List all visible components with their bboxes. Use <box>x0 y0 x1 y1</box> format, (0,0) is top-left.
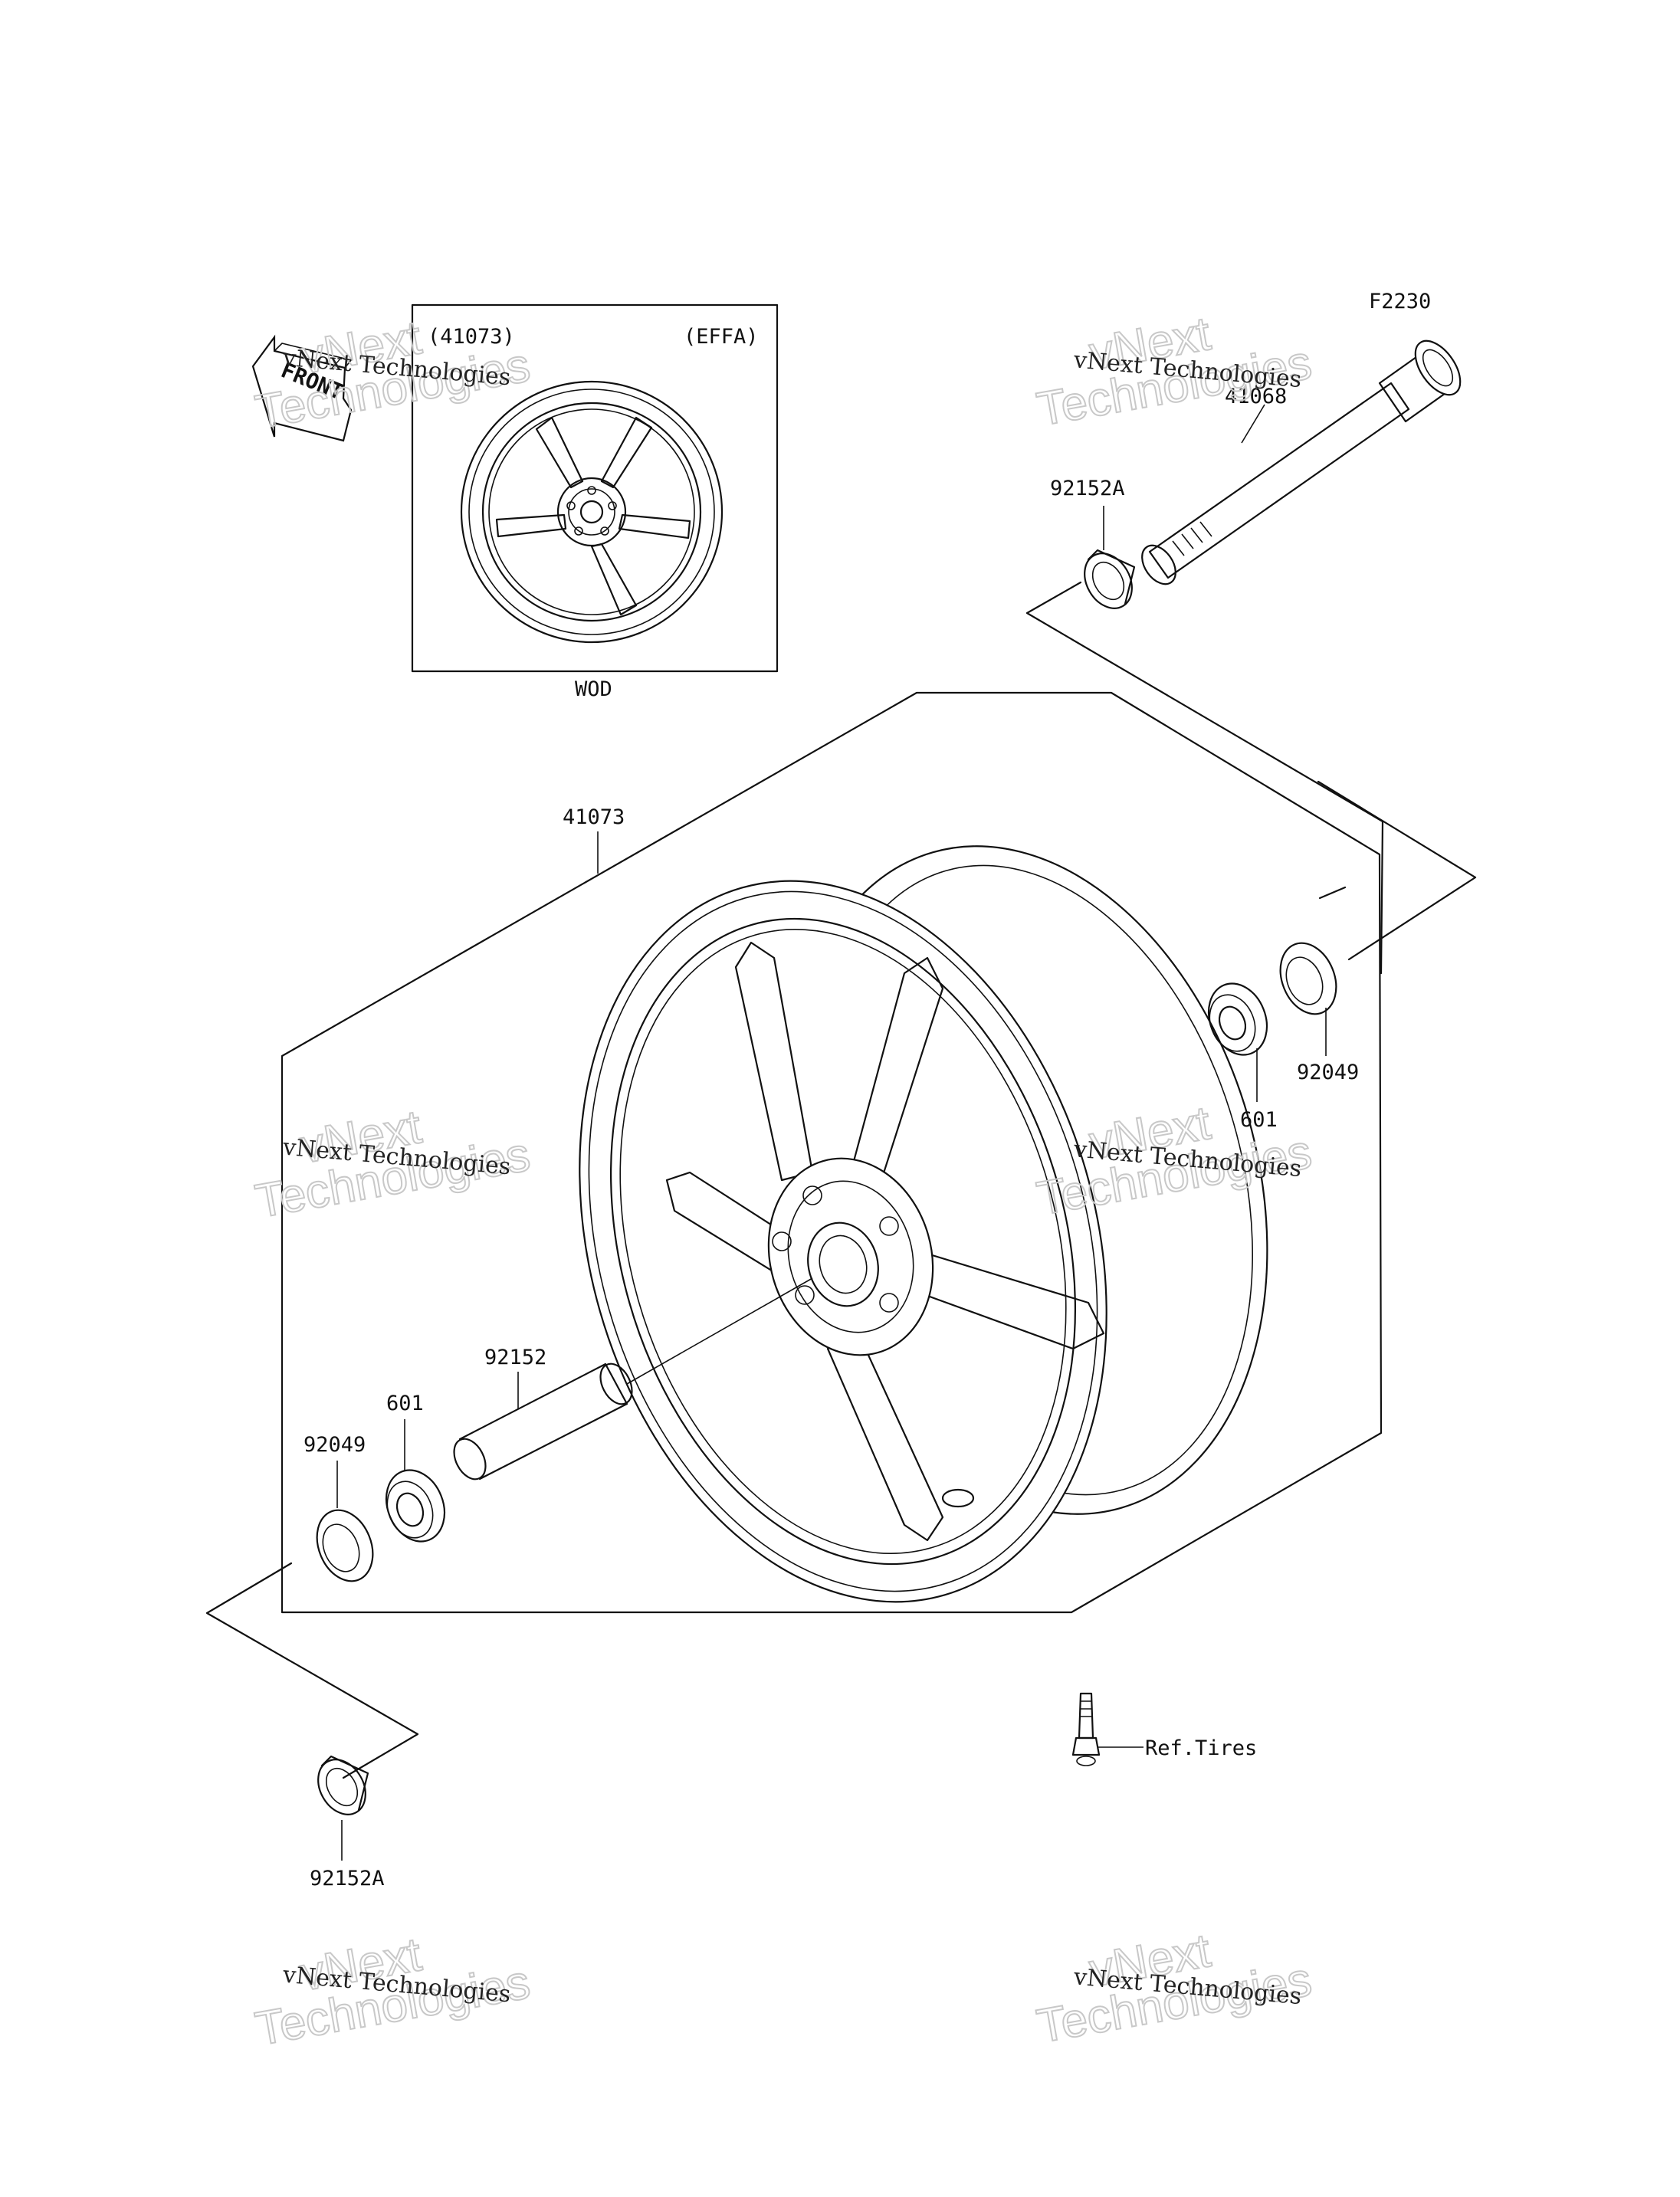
bearing-left-drawing <box>385 1469 446 1543</box>
inset-wheel-drawing <box>460 380 724 644</box>
label-bearing-right: 601 <box>1240 1108 1278 1132</box>
inset-part-ref: (41073) <box>428 325 515 349</box>
assembly-frame <box>281 691 1383 1614</box>
label-spacer: 92152 <box>484 1346 546 1369</box>
label-axle: 41068 <box>1225 385 1287 408</box>
watermark-5: Technologies vNext vNext Technologies <box>251 1927 534 2057</box>
tire-valve-drawing <box>1071 1692 1101 1766</box>
seal-left-drawing <box>316 1509 374 1582</box>
spacer-drawing <box>453 1362 633 1481</box>
collar-bottom-drawing <box>317 1755 369 1815</box>
inset-variant-wheel: (41073) (EFFA) WOD <box>411 303 779 701</box>
label-seal-right: 92049 <box>1297 1061 1359 1084</box>
diagram-code: F2230 <box>1369 290 1431 313</box>
bearing-right-drawing <box>1207 982 1268 1056</box>
label-bearing-left: 601 <box>386 1392 424 1415</box>
seal-right-drawing <box>1279 942 1337 1015</box>
label-seal-left: 92049 <box>304 1433 366 1457</box>
watermark-2: Technologies vNext vNext Technologies <box>1032 307 1316 437</box>
inset-caption: WOD <box>575 677 612 701</box>
axle-drawing <box>1141 339 1462 585</box>
main-wheel-drawing <box>579 845 1268 1603</box>
watermark-3: Technologies vNext vNext Technologies <box>251 1100 534 1229</box>
collar-top-drawing <box>1084 549 1136 609</box>
label-valve-ref: Ref.Tires <box>1145 1736 1257 1760</box>
front-direction-arrow: FRONT <box>251 334 353 442</box>
inset-variant-code: (EFFA) <box>684 325 759 349</box>
label-collar-top: 92152A <box>1050 477 1125 500</box>
label-wheel: 41073 <box>563 805 625 829</box>
watermark-6: Technologies vNext vNext Technologies <box>1032 1923 1316 2054</box>
label-collar-bottom: 92152A <box>310 1867 385 1890</box>
